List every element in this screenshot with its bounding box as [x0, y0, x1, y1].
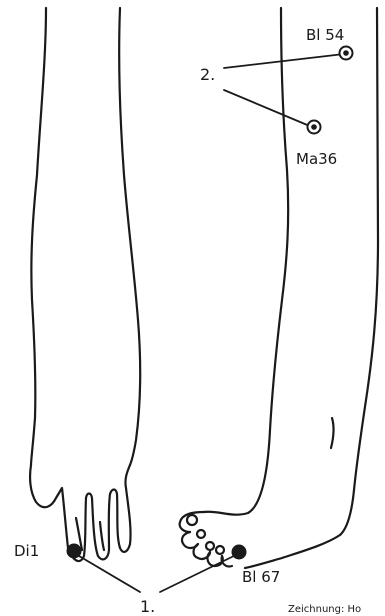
leg-left-contour — [204, 8, 288, 515]
label-bl67: Bl 67 — [242, 568, 280, 586]
arm-outline — [30, 8, 140, 561]
arm-right-contour — [119, 8, 140, 465]
label-bl54: Bl 54 — [306, 26, 344, 44]
point-ma36-icon — [308, 121, 321, 134]
leader-bl54 — [224, 54, 344, 68]
acupuncture-points — [67, 47, 353, 560]
point-bl67-icon — [232, 545, 247, 560]
label-group-1: 1. — [140, 597, 155, 616]
label-group-2: 2. — [200, 65, 215, 84]
finger-crease-2 — [100, 522, 104, 550]
toenail-4 — [216, 546, 224, 554]
leg-right-contour — [245, 8, 378, 568]
leader-di1 — [74, 553, 140, 592]
toenail-1 — [187, 515, 197, 525]
point-bl54-icon — [340, 47, 353, 60]
leg-outline — [180, 8, 378, 568]
leader-ma36 — [224, 90, 312, 127]
ankle-mark — [331, 418, 334, 448]
toenail-2 — [197, 530, 205, 538]
point-di1-icon — [67, 544, 82, 559]
arm-left-contour — [31, 8, 46, 465]
label-ma36: Ma36 — [296, 150, 337, 168]
drawing-credit: Zeichnung: Ho — [288, 604, 361, 615]
toenail-3 — [206, 542, 214, 550]
label-di1: Di1 — [14, 542, 39, 560]
